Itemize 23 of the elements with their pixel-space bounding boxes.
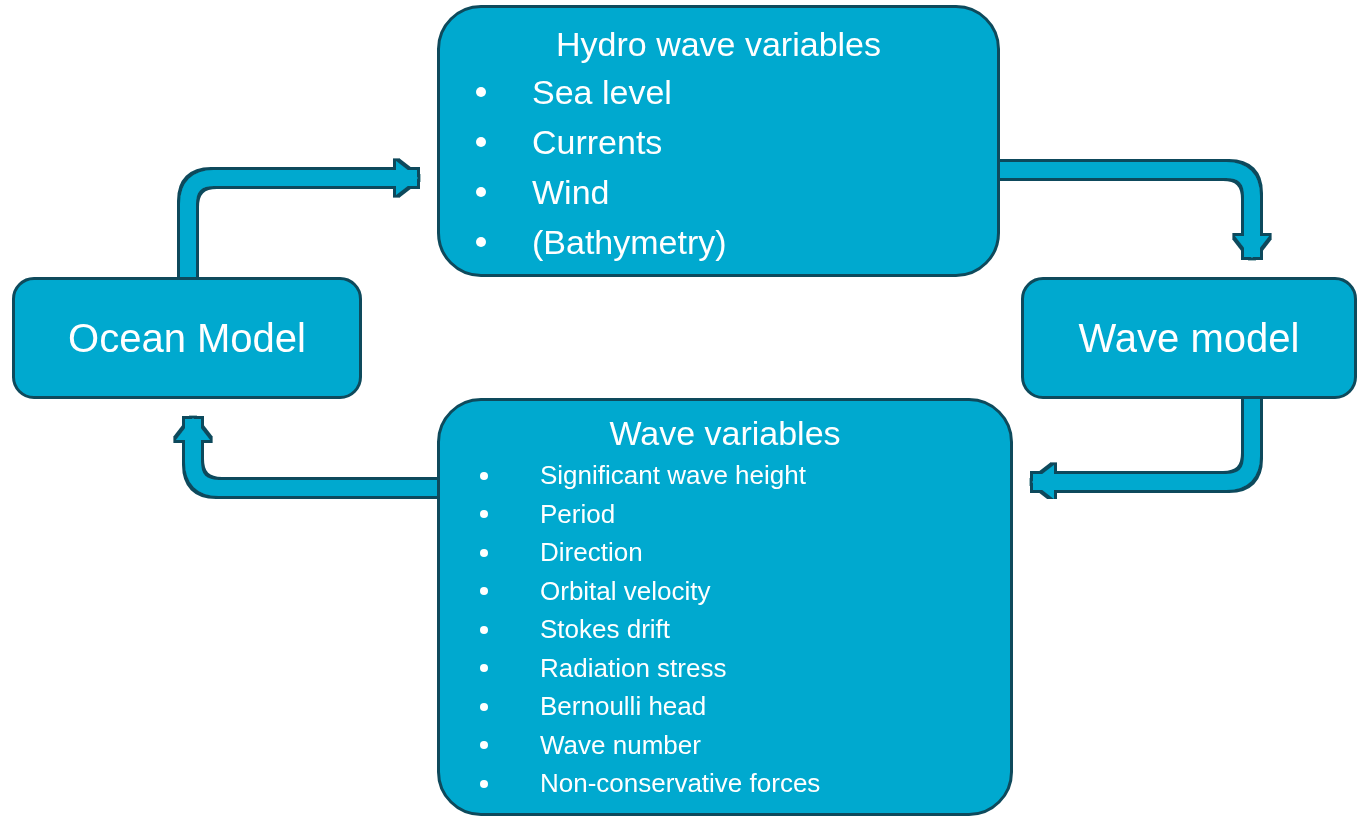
bullet-text: Currents [532, 123, 663, 162]
box-label: Ocean Model [68, 315, 306, 361]
bent-arrow [176, 418, 437, 496]
box-heading: Hydro wave variables [555, 26, 882, 64]
bullet-text: Bernoulli head [540, 691, 707, 722]
bullet-text: Orbital velocity [540, 575, 711, 606]
rounded-box [12, 277, 362, 399]
bullet-text: (Bathymetry) [532, 223, 727, 262]
rounded-box [437, 398, 1013, 816]
rounded-box [437, 5, 1000, 277]
bullet-text: Radiation stress [540, 652, 727, 683]
bullet-text: Direction [540, 537, 643, 568]
box-label: Wave model [1078, 315, 1300, 361]
rounded-box [1021, 277, 1357, 399]
bullet-text: Non-conservative forces [540, 768, 821, 799]
bullet-text: Period [540, 498, 616, 529]
bullet-text: Stokes drift [540, 614, 671, 645]
bent-arrow [1000, 162, 1269, 258]
bullet-text: Wind [532, 173, 610, 212]
box-heading: Wave variables [608, 415, 842, 453]
bullet-text: Wave number [540, 729, 701, 760]
bullet-text: Significant wave height [540, 460, 806, 491]
bullet-text: Sea level [532, 73, 672, 112]
